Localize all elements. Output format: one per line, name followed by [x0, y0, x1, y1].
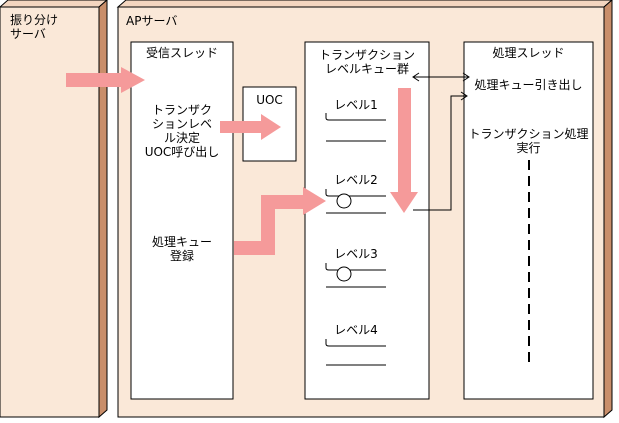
flow-arrows: [66, 67, 418, 255]
queued-transaction-icon: [336, 266, 352, 282]
level-label: レベル4: [334, 323, 378, 337]
execute-label: トランザクション処理 実行: [464, 127, 593, 155]
receive-desc-line: トランザク: [151, 103, 212, 117]
receive-thread-description: トランザク ションレベ ル決定 UOC呼び出し: [131, 103, 233, 159]
dequeue-connector: [412, 72, 470, 211]
enqueue-label: 処理キュー 登録: [131, 235, 233, 263]
enqueue-line: 登録: [169, 249, 194, 263]
level-queue-title-line: レベルキュー群: [324, 62, 409, 76]
queue-slots: [325, 113, 386, 366]
level-queue-title: トランザクション レベルキュー群: [305, 48, 429, 76]
dequeue-label: 処理キュー引き出し: [474, 78, 583, 92]
execute-line: トランザクション処理: [468, 127, 589, 141]
receive-desc-line: ションレベ: [151, 117, 212, 131]
receive-thread-box: [130, 41, 234, 400]
distribution-server-label: 振り分け サーバ: [10, 13, 58, 41]
uoc-label: UOC: [256, 93, 283, 107]
distribution-server-label-line1: 振り分け: [10, 13, 59, 27]
distribution-server-box: [0, 0, 108, 419]
receive-desc-line: ル決定: [163, 131, 200, 145]
queued-transaction-icon: [336, 193, 352, 209]
receive-thread-title: 受信スレッド: [145, 46, 218, 60]
ap-server-label: APサーバ: [126, 14, 178, 28]
level-label: レベル2: [334, 173, 378, 187]
receive-desc-line: UOC呼び出し: [144, 145, 220, 159]
process-thread-title: 処理スレッド: [492, 46, 565, 60]
level-label: レベル3: [334, 247, 378, 261]
distribution-server-label-line2: サーバ: [10, 27, 46, 41]
level-label: レベル1: [334, 98, 378, 112]
execute-line: 実行: [516, 141, 541, 155]
enqueue-line: 処理キュー: [151, 235, 212, 249]
level-queue-title-line: トランザクション: [318, 48, 415, 62]
